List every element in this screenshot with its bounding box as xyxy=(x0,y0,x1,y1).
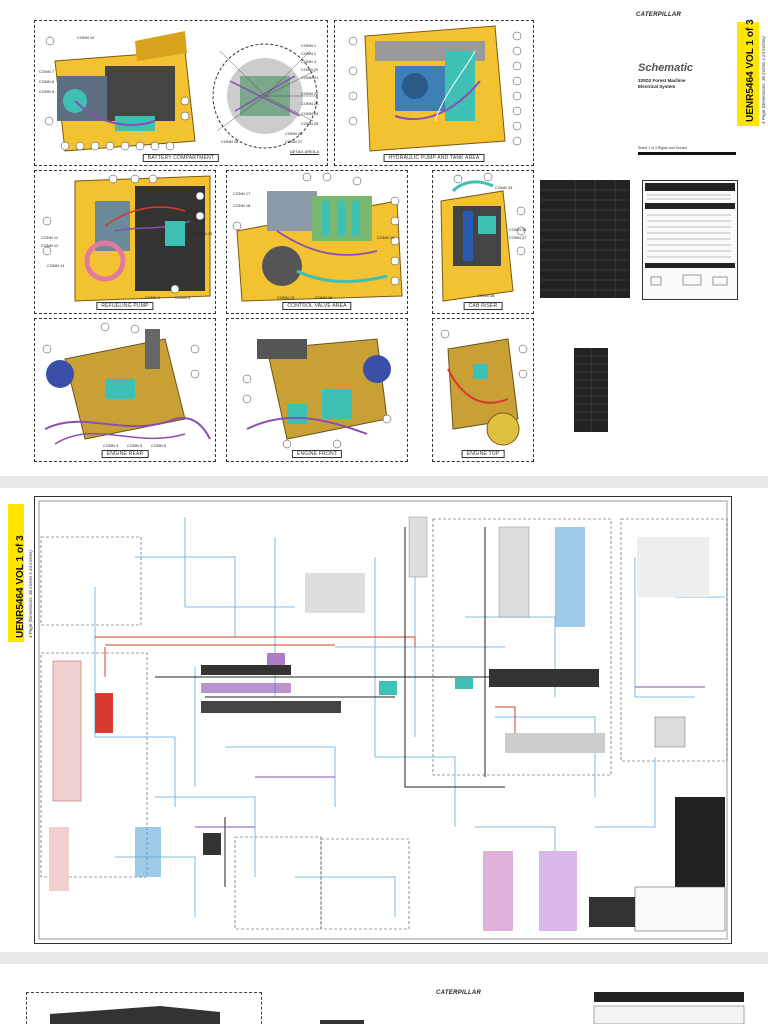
conn-label: CONN 33 xyxy=(495,185,513,190)
conn-label: CONN 10 xyxy=(77,35,95,40)
conn-label: CONN 3 xyxy=(301,59,317,64)
conn-label: CONN 25 xyxy=(301,121,319,126)
view-box xyxy=(26,992,262,1024)
schematic-subtitle-1: 320D2 Forest Machine xyxy=(638,78,686,83)
conn-label: CONN 21 xyxy=(301,75,319,80)
copyright-line: Sheet 1 of 3 Rights and Service xyxy=(638,146,688,150)
conn-label: CONN 20 xyxy=(301,67,319,72)
view-label: HYDRAULIC PUMP AND TANK AREA xyxy=(383,154,485,162)
component-location-table xyxy=(540,180,630,298)
conn-label: CONN 4 xyxy=(145,295,161,300)
schematic-page-1: CONN 10 CONN 7 CONN 8 CONN 9 CONN 1 CONN… xyxy=(0,0,768,476)
refueling-pump-illustration xyxy=(42,174,211,302)
view-engine-front: ENGINE FRONT xyxy=(226,318,408,462)
view-label: CONTROL VALVE AREA xyxy=(282,302,352,310)
conn-label: CONN 36 xyxy=(509,227,527,232)
page-dimensions: 4 Page (Dimensions: 36 inches x 24 inche… xyxy=(761,36,766,124)
wire-color-table xyxy=(574,348,608,432)
caterpillar-logo: CATERPILLAR xyxy=(636,12,682,18)
view-label: ENGINE REAR xyxy=(101,450,149,458)
engine-top-illustration xyxy=(440,329,528,446)
conn-label: CONN 7 xyxy=(39,69,55,74)
cab-riser-illustration xyxy=(440,172,526,302)
view-refueling-pump: CONN 11 CONN 12 CONN 13 CONN 14 CONN 4 C… xyxy=(34,170,216,314)
view-cab-riser: CONN 33 CONN 36 CONN 37 CONN 38 CAB RISE… xyxy=(432,170,534,314)
conn-label: CONN 13 xyxy=(195,231,213,236)
conn-label: CONN 15 xyxy=(277,295,295,300)
conn-label: CONN 8 xyxy=(39,79,55,84)
document-tab: UENR5464 VOL 1 of 3 4 Page (Dimensions: … xyxy=(8,504,33,642)
conn-label: CONN 6 xyxy=(151,443,167,448)
conn-label: CONN 18 xyxy=(233,203,251,208)
battery-compartment-illustration xyxy=(44,31,318,152)
detail-caption: DETAIL AREA A xyxy=(290,149,319,154)
control-valve-illustration xyxy=(232,172,403,302)
view-label: ENGINE TOP xyxy=(461,450,505,458)
conn-label: CONN 9 xyxy=(39,89,55,94)
schematic-frame xyxy=(34,496,732,944)
conn-label: CONN 16 xyxy=(315,295,333,300)
hydraulic-pump-illustration xyxy=(348,25,522,152)
conn-label: CONN 37 xyxy=(509,235,527,240)
view-label: CAB RISER xyxy=(463,302,503,310)
view-engine-rear: CONN 4 CONN 5 CONN 6 ENGINE REAR xyxy=(34,318,216,462)
schematic-subtitle-2: Electrical System xyxy=(638,84,676,89)
page3-illustration xyxy=(50,992,745,1024)
title-rule xyxy=(638,152,736,155)
schematic-title: Schematic xyxy=(638,62,694,74)
conn-label: CONN 4 xyxy=(103,443,119,448)
conn-label: CONN 38 xyxy=(477,293,495,298)
conn-label: CONN 5 xyxy=(127,443,143,448)
view-label: ENGINE FRONT xyxy=(291,450,343,458)
symbol-legend xyxy=(642,180,738,300)
view-control-valve: CONN 17 CONN 18 CONN 19 CONN 15 CONN 16 … xyxy=(226,170,408,314)
document-tab: UENR5464 VOL 1 of 3 4 Page (Dimensions: … xyxy=(737,19,766,126)
view-battery-compartment: CONN 10 CONN 7 CONN 8 CONN 9 CONN 1 CONN… xyxy=(34,20,328,166)
schematic-page-3: CATERPILLAR xyxy=(0,964,768,1024)
conn-label: CONN 23 xyxy=(301,101,319,106)
schematic-page-2: UENR5464 VOL 1 of 3 4 Page (Dimensions: … xyxy=(0,488,768,952)
page-dimensions: 4 Page (Dimensions: 36 inches x 24 inche… xyxy=(28,550,33,638)
conn-label: CONN 24 xyxy=(301,111,319,116)
engine-front-illustration xyxy=(242,338,392,449)
engine-rear-illustration xyxy=(42,322,211,445)
conn-label: CONN 26 xyxy=(285,131,303,136)
conn-label: CONN 12 xyxy=(41,243,59,248)
view-engine-top: ENGINE TOP xyxy=(432,318,534,462)
conn-label: CONN 28 xyxy=(221,139,239,144)
conn-label: CONN 27 xyxy=(285,139,303,144)
view-label: REFUELING PUMP xyxy=(96,302,154,310)
view-label: BATTERY COMPARTMENT xyxy=(142,154,220,162)
wiring-diagram xyxy=(38,500,728,940)
conn-label: CONN 19 xyxy=(377,235,395,240)
conn-label: CONN 17 xyxy=(233,191,251,196)
conn-label: CONN 11 xyxy=(41,235,59,240)
conn-label: CONN 14 xyxy=(47,263,65,268)
conn-label: CONN 9 xyxy=(175,295,191,300)
view-hydraulic-pump: HYDRAULIC PUMP AND TANK AREA xyxy=(334,20,534,166)
conn-label: CONN 2 xyxy=(301,51,317,56)
conn-label: CONN 1 xyxy=(301,43,317,48)
caterpillar-logo: CATERPILLAR xyxy=(436,990,482,996)
conn-label: CONN 22 xyxy=(301,91,319,96)
